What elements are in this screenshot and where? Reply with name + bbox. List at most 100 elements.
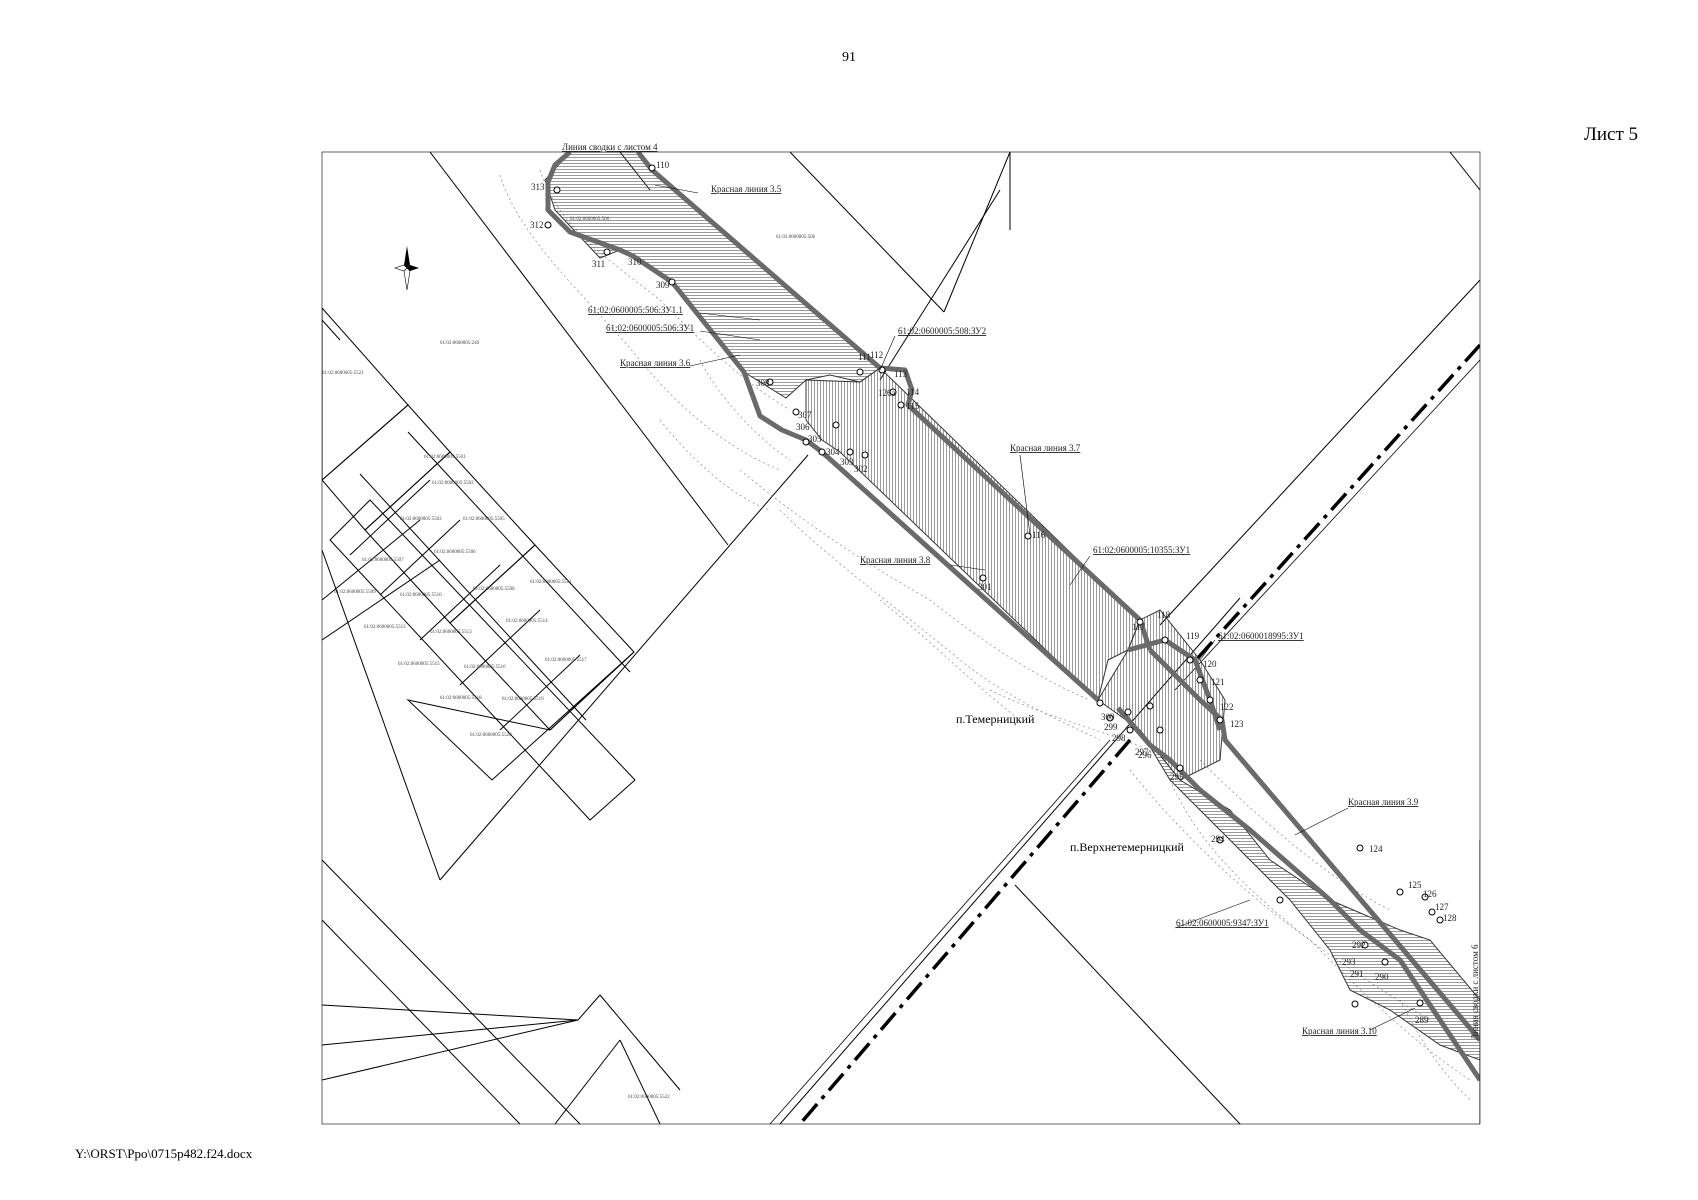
north-arrow-icon bbox=[394, 246, 419, 291]
svg-text:307: 307 bbox=[798, 410, 812, 420]
svg-text:123: 123 bbox=[1230, 719, 1244, 729]
svg-text:61:02:0600005:5518: 61:02:0600005:5518 bbox=[440, 696, 482, 701]
leader-lines bbox=[654, 184, 1416, 1031]
svg-text:308: 308 bbox=[756, 378, 770, 388]
red-line-bands bbox=[545, 152, 1480, 1082]
svg-text:Красная линия 3.6: Красная линия 3.6 bbox=[620, 358, 691, 368]
svg-text:114: 114 bbox=[906, 387, 920, 397]
svg-text:61:02:0600005:5519: 61:02:0600005:5519 bbox=[502, 697, 544, 702]
svg-text:61:02:0600005:5508: 61:02:0600005:5508 bbox=[473, 587, 515, 592]
svg-text:61:02:0600005:5510: 61:02:0600005:5510 bbox=[400, 593, 442, 598]
svg-text:294: 294 bbox=[1211, 834, 1225, 844]
svg-text:61:02:0600005:506:ЗУ1.1: 61:02:0600005:506:ЗУ1.1 bbox=[588, 305, 683, 315]
svg-text:61:02:0600005:5507: 61:02:0600005:5507 bbox=[362, 558, 404, 563]
svg-text:295: 295 bbox=[1170, 772, 1184, 782]
svg-text:61:02:0600005:5503: 61:02:0600005:5503 bbox=[400, 517, 442, 522]
svg-text:116: 116 bbox=[1032, 530, 1046, 540]
svg-text:111: 111 bbox=[858, 352, 871, 362]
svg-text:124: 124 bbox=[1369, 844, 1383, 854]
svg-text:313: 313 bbox=[531, 182, 545, 192]
svg-text:119: 119 bbox=[1186, 631, 1200, 641]
svg-text:61:02:0600005:5511: 61:02:0600005:5511 bbox=[530, 580, 572, 585]
svg-text:305: 305 bbox=[808, 434, 822, 444]
svg-text:118: 118 bbox=[1157, 610, 1171, 620]
road-edges bbox=[769, 359, 1480, 1124]
svg-text:310: 310 bbox=[628, 257, 642, 267]
svg-text:300: 300 bbox=[1101, 712, 1115, 722]
svg-text:293: 293 bbox=[1342, 957, 1356, 967]
svg-text:304: 304 bbox=[826, 447, 840, 457]
svg-text:128: 128 bbox=[1443, 913, 1457, 923]
svg-text:61:02:0600005:9347:ЗУ1: 61:02:0600005:9347:ЗУ1 bbox=[1176, 918, 1269, 928]
svg-text:126: 126 bbox=[1423, 889, 1437, 899]
svg-text:61:02:0600005:246: 61:02:0600005:246 bbox=[440, 341, 480, 346]
parcel-boundary-lines bbox=[322, 152, 1480, 1124]
svg-text:292: 292 bbox=[1352, 940, 1366, 950]
svg-text:Красная линия 3.7: Красная линия 3.7 bbox=[1010, 443, 1081, 453]
svg-text:61:02:0600005:5517: 61:02:0600005:5517 bbox=[545, 658, 587, 663]
svg-text:Красная линия 3.5: Красная линия 3.5 bbox=[711, 184, 782, 194]
boundary-points bbox=[544, 164, 1444, 1008]
map-frame-content: 61:02:0600005:506 61:02:0600005:246 61:0… bbox=[322, 152, 1480, 1124]
svg-text:296: 296 bbox=[1138, 750, 1152, 760]
svg-text:309: 309 bbox=[656, 280, 670, 290]
svg-text:110: 110 bbox=[656, 160, 670, 170]
svg-text:61:02:0600005:5520: 61:02:0600005:5520 bbox=[470, 733, 512, 738]
svg-text:120: 120 bbox=[1203, 659, 1217, 669]
svg-text:122: 122 bbox=[1220, 702, 1234, 712]
svg-text:291: 291 bbox=[1350, 969, 1364, 979]
svg-text:290: 290 bbox=[1375, 972, 1389, 982]
svg-text:125: 125 bbox=[1408, 880, 1422, 890]
svg-text:Красная линия 3.9: Красная линия 3.9 bbox=[1348, 797, 1419, 807]
railway-line bbox=[798, 343, 1480, 1124]
sheet-label: Лист 5 bbox=[1584, 124, 1639, 145]
svg-text:127: 127 bbox=[1435, 902, 1449, 912]
point-number-labels: 110 111 112 113 114 115 116 117 118 119 … bbox=[530, 160, 1457, 1025]
svg-text:297: 297 bbox=[1135, 747, 1149, 757]
svg-text:61:02:0600018995:ЗУ1: 61:02:0600018995:ЗУ1 bbox=[1218, 631, 1304, 641]
svg-text:301: 301 bbox=[978, 582, 992, 592]
svg-text:61:02:0600005:5522: 61:02:0600005:5522 bbox=[628, 1095, 670, 1100]
svg-text:61:02:0600005:5516: 61:02:0600005:5516 bbox=[464, 665, 506, 670]
svg-text:126a: 126a bbox=[878, 388, 896, 398]
svg-text:Красная линия 3.10: Красная линия 3.10 bbox=[1302, 1026, 1377, 1036]
residential-block-grid bbox=[322, 307, 636, 821]
svg-text:61:02:0600005:508:ЗУ2: 61:02:0600005:508:ЗУ2 bbox=[898, 326, 986, 336]
svg-text:61:02:0600005:506: 61:02:0600005:506 bbox=[776, 235, 816, 240]
svg-text:289: 289 bbox=[1415, 1015, 1429, 1025]
svg-text:112: 112 bbox=[870, 350, 883, 360]
svg-text:61:02:0600005:5513: 61:02:0600005:5513 bbox=[430, 630, 472, 635]
footer-file-path: Y:\ORST\Ppo\0715p482.f24.docx bbox=[75, 1146, 253, 1161]
parcel-number-labels: 61:02:0600005:506 61:02:0600005:246 61:0… bbox=[322, 217, 816, 1100]
svg-text:312: 312 bbox=[530, 220, 544, 230]
page-number: 91 bbox=[842, 50, 856, 65]
svg-text:117: 117 bbox=[1132, 622, 1146, 632]
svg-text:61:02:0600005:5505: 61:02:0600005:5505 bbox=[463, 517, 505, 522]
designed-plots-hatched bbox=[544, 152, 1480, 1061]
match-line-top-label: Линия сводки с листом 4 bbox=[562, 142, 658, 152]
match-line-right-label: Линия сводки с листом 6 bbox=[1470, 944, 1480, 1040]
settlement-label-verkhnetemernitsky: п.Верхнетемерницкий bbox=[1070, 840, 1185, 854]
svg-text:61:02:0600005:5502: 61:02:0600005:5502 bbox=[432, 481, 474, 486]
svg-text:61:02:0600005:506: 61:02:0600005:506 bbox=[570, 217, 610, 222]
svg-text:61:02:0600005:5514: 61:02:0600005:5514 bbox=[506, 619, 548, 624]
svg-text:61:02:0600005:10355:ЗУ1: 61:02:0600005:10355:ЗУ1 bbox=[1093, 545, 1190, 555]
svg-text:61:02:0600005:5506: 61:02:0600005:5506 bbox=[434, 550, 476, 555]
svg-text:113: 113 bbox=[894, 369, 908, 379]
svg-text:306: 306 bbox=[796, 422, 810, 432]
svg-text:61:02:0600005:506:ЗУ1: 61:02:0600005:506:ЗУ1 bbox=[606, 323, 694, 333]
plot-number-labels: 61:02:0600005:506:ЗУ1.1 61:02:0600005:50… bbox=[588, 305, 1304, 928]
svg-text:61:02:0600005:5515: 61:02:0600005:5515 bbox=[398, 662, 440, 667]
svg-text:61:02:0600005:5501: 61:02:0600005:5501 bbox=[424, 455, 466, 460]
svg-text:299: 299 bbox=[1104, 722, 1118, 732]
svg-text:302: 302 bbox=[854, 464, 868, 474]
svg-text:311: 311 bbox=[592, 259, 605, 269]
svg-text:61:02:0600005:5509: 61:02:0600005:5509 bbox=[334, 590, 376, 595]
map-frame bbox=[321, 151, 1481, 1125]
settlement-label-temernitsky: п.Темерницкий bbox=[956, 712, 1035, 726]
svg-text:303: 303 bbox=[840, 457, 854, 467]
svg-text:115: 115 bbox=[906, 401, 920, 411]
svg-text:298: 298 bbox=[1112, 733, 1126, 743]
svg-text:Красная линия 3.8: Красная линия 3.8 bbox=[860, 555, 931, 565]
